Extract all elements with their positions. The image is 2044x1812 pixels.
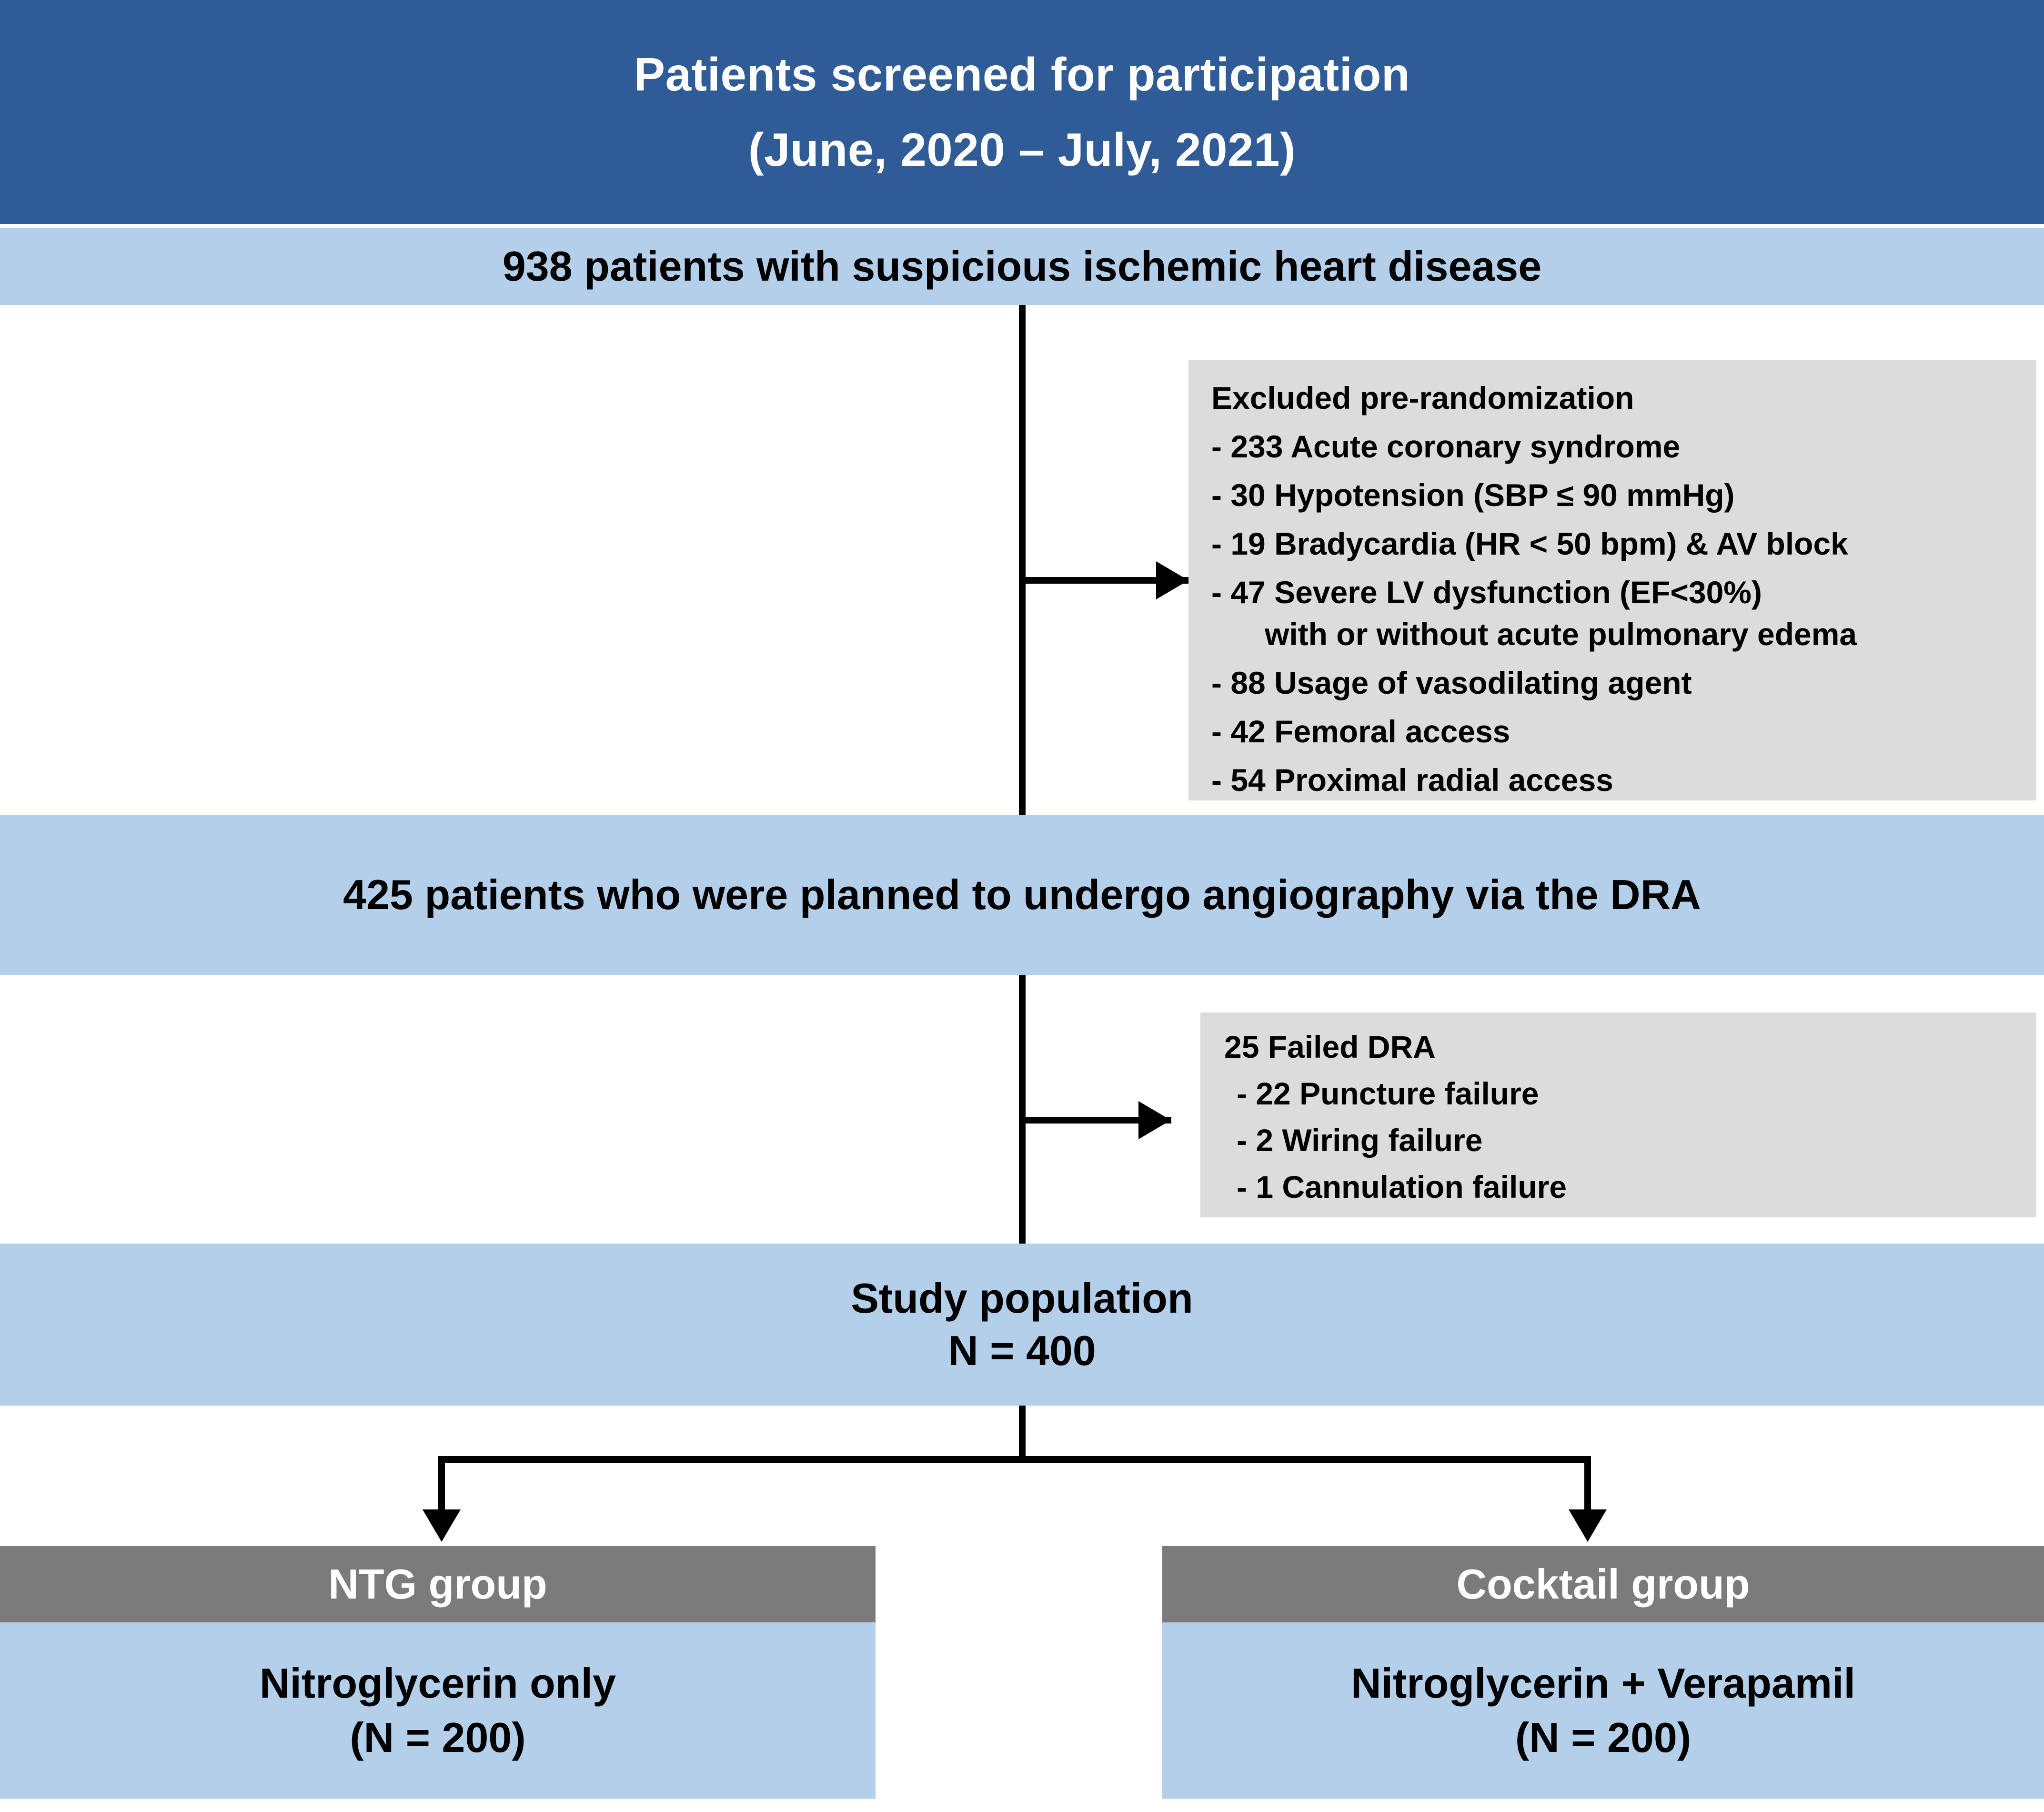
- exclusion-item: - 30 Hypotension (SBP ≤ 90 mmHg): [1211, 477, 1735, 513]
- failed-dra-box: 25 Failed DRA - 22 Puncture failure - 2 …: [1200, 1012, 2036, 1217]
- connector-split-stem: [1019, 1406, 1026, 1462]
- stage-planned-label: 425 patients who were planned to undergo…: [343, 871, 1701, 918]
- group-header-ntg: NTG group: [0, 1546, 876, 1622]
- group-body-cocktail: Nitroglycerin + Verapamil (N = 200): [1162, 1622, 2044, 1799]
- stage-planned-bar: 425 patients who were planned to undergo…: [0, 815, 2044, 975]
- arrow-down-icon-cocktail: [1569, 1509, 1607, 1542]
- exclusion-title: Excluded pre-randomization: [1211, 380, 1634, 415]
- arrow-down-icon-ntg: [423, 1509, 461, 1542]
- group-ntg-treatment: Nitroglycerin only: [259, 1659, 616, 1707]
- connector-trunk-lower: [1019, 975, 1026, 1244]
- stage-study-population-bar: Study population N = 400: [0, 1244, 2044, 1406]
- exclusion-item: - 233 Acute coronary syndrome: [1211, 429, 1681, 464]
- excluded-pre-randomization-box: Excluded pre-randomization - 233 Acute c…: [1188, 360, 2036, 800]
- failed-dra-item: - 22 Puncture failure: [1237, 1076, 1539, 1111]
- connector-trunk-upper: [1019, 305, 1026, 815]
- exclusion-item: - 19 Bradycardia (HR < 50 bpm) & AV bloc…: [1211, 526, 1848, 561]
- exclusion-item: - 54 Proximal radial access: [1211, 762, 1613, 798]
- group-header-ntg-label: NTG group: [328, 1560, 547, 1608]
- group-ntg-count: (N = 200): [350, 1714, 526, 1761]
- failed-dra-item: - 2 Wiring failure: [1237, 1123, 1483, 1158]
- stage-screened-label: 938 patients with suspicious ischemic he…: [502, 243, 1542, 290]
- connector-split-left: [438, 1456, 445, 1513]
- connector-failed-dra-line: [1019, 1117, 1171, 1124]
- stage-screened-bar: 938 patients with suspicious ischemic he…: [0, 228, 2044, 305]
- failed-dra-title: 25 Failed DRA: [1224, 1029, 1436, 1064]
- header-title-line1: Patients screened for participation: [634, 48, 1410, 101]
- group-cocktail-count: (N = 200): [1515, 1714, 1692, 1761]
- arrow-right-icon-failed-dra: [1138, 1101, 1171, 1139]
- connector-split-bar: [438, 1456, 1591, 1463]
- group-cocktail-treatment: Nitroglycerin + Verapamil: [1351, 1659, 1855, 1707]
- study-population-label: Study population: [851, 1275, 1193, 1322]
- group-header-cocktail-label: Cocktail group: [1456, 1560, 1750, 1608]
- exclusion-item: - 47 Severe LV dysfunction (EF<30%): [1211, 575, 1762, 610]
- chart-header: Patients screened for participation (Jun…: [0, 0, 2044, 224]
- connector-exclusion-line: [1019, 577, 1190, 584]
- arrow-right-icon-exclusion: [1156, 561, 1188, 599]
- failed-dra-item: - 1 Cannulation failure: [1237, 1169, 1567, 1205]
- exclusion-item-continuation: with or without acute pulmonary edema: [1265, 617, 1857, 652]
- group-body-ntg: Nitroglycerin only (N = 200): [0, 1622, 876, 1799]
- header-title-line2: (June, 2020 – July, 2021): [748, 123, 1296, 176]
- study-population-count: N = 400: [948, 1327, 1096, 1374]
- connector-split-right: [1584, 1456, 1591, 1513]
- exclusion-item: - 42 Femoral access: [1211, 714, 1510, 749]
- group-header-cocktail: Cocktail group: [1162, 1546, 2044, 1622]
- exclusion-item: - 88 Usage of vasodilating agent: [1211, 665, 1692, 700]
